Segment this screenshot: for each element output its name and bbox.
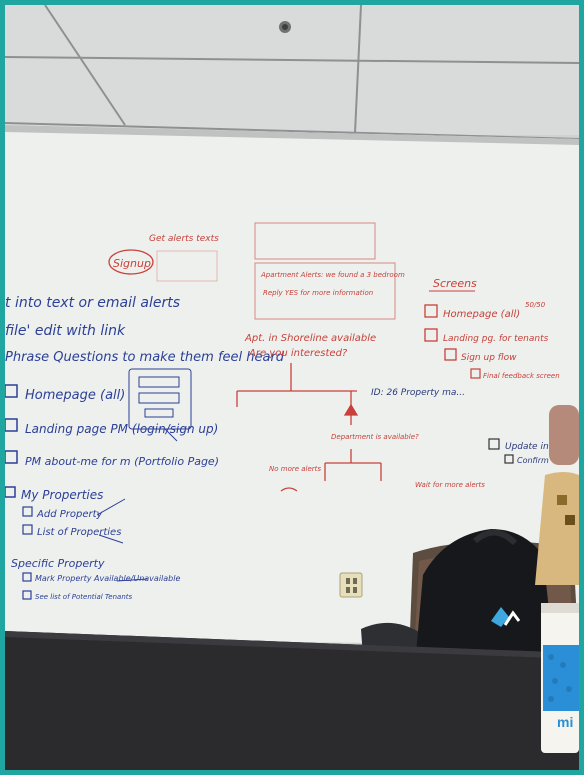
- blue-props-list: List of Properties: [37, 527, 121, 538]
- red-apartment-alert: Apartment Alerts: we found a 3 bedroom: [260, 271, 405, 279]
- red-screens-item4: Final feedback screen: [483, 372, 560, 380]
- blue-props-title: My Properties: [21, 488, 103, 502]
- wall-outlet: [339, 572, 363, 598]
- red-alert-sms: Reply YES for more information: [263, 289, 373, 297]
- red-flow-q2: Are you interested?: [248, 348, 348, 359]
- red-screens-item3: Sign up flow: [461, 353, 517, 363]
- blue-item-pm-about: PM about-me for m (Portfolio Page): [25, 455, 219, 468]
- red-notes: Signup Get alerts texts Apartment Alerts…: [108, 222, 560, 492]
- ceiling-grid: [5, 5, 579, 140]
- navy-notes: ID: 26 Property ma... Update info Confir…: [371, 388, 558, 465]
- blue-specific-title: Specific Property: [11, 557, 105, 570]
- blue-spec-item2: See list of Potential Tenants: [35, 593, 133, 601]
- screens-confirm: Confirm: [517, 456, 549, 465]
- photo-frame: t into text or email alerts file' edit w…: [5, 5, 579, 770]
- red-screens-item1: Homepage (all): [443, 309, 520, 320]
- red-screens-item2: Landing pg. for tenants: [443, 334, 549, 344]
- blue-notes: t into text or email alerts file' edit w…: [5, 295, 285, 601]
- ceiling: [5, 5, 579, 135]
- whiteboard-photo: t into text or email alerts file' edit w…: [5, 5, 579, 770]
- red-node-left: No more alerts: [269, 465, 321, 473]
- red-tenant-note: 50/50: [525, 301, 546, 309]
- red-screens-title: Screens: [433, 277, 477, 290]
- blue-props-add: Add Property: [36, 509, 104, 520]
- blue-spec-item1: Mark Property Available/Unavailable: [35, 574, 180, 583]
- blue-note-line2: file' edit with link: [5, 323, 126, 339]
- id-note: ID: 26 Property ma...: [371, 388, 465, 398]
- red-diamond: Department is available?: [331, 433, 419, 441]
- blue-note-line1: t into text or email alerts: [5, 295, 180, 311]
- red-node-right: Wait for more alerts: [415, 481, 485, 489]
- cup-brand: mi: [557, 714, 573, 730]
- red-signup: Signup: [113, 257, 151, 270]
- blue-item-landing: Landing page PM (login/sign up): [25, 422, 218, 436]
- blue-note-line3: Phrase Questions to make them feel heard: [5, 350, 285, 365]
- screens-update: Update info: [505, 442, 558, 452]
- blue-item-homepage: Homepage (all): [25, 388, 125, 403]
- red-flow-q1: Apt. in Shoreline available: [244, 333, 376, 344]
- person-partial: [535, 405, 579, 585]
- backpack: [415, 529, 555, 665]
- cup: mi: [541, 603, 579, 753]
- table: [5, 631, 579, 770]
- red-alerts-texts: Get alerts texts: [149, 234, 219, 244]
